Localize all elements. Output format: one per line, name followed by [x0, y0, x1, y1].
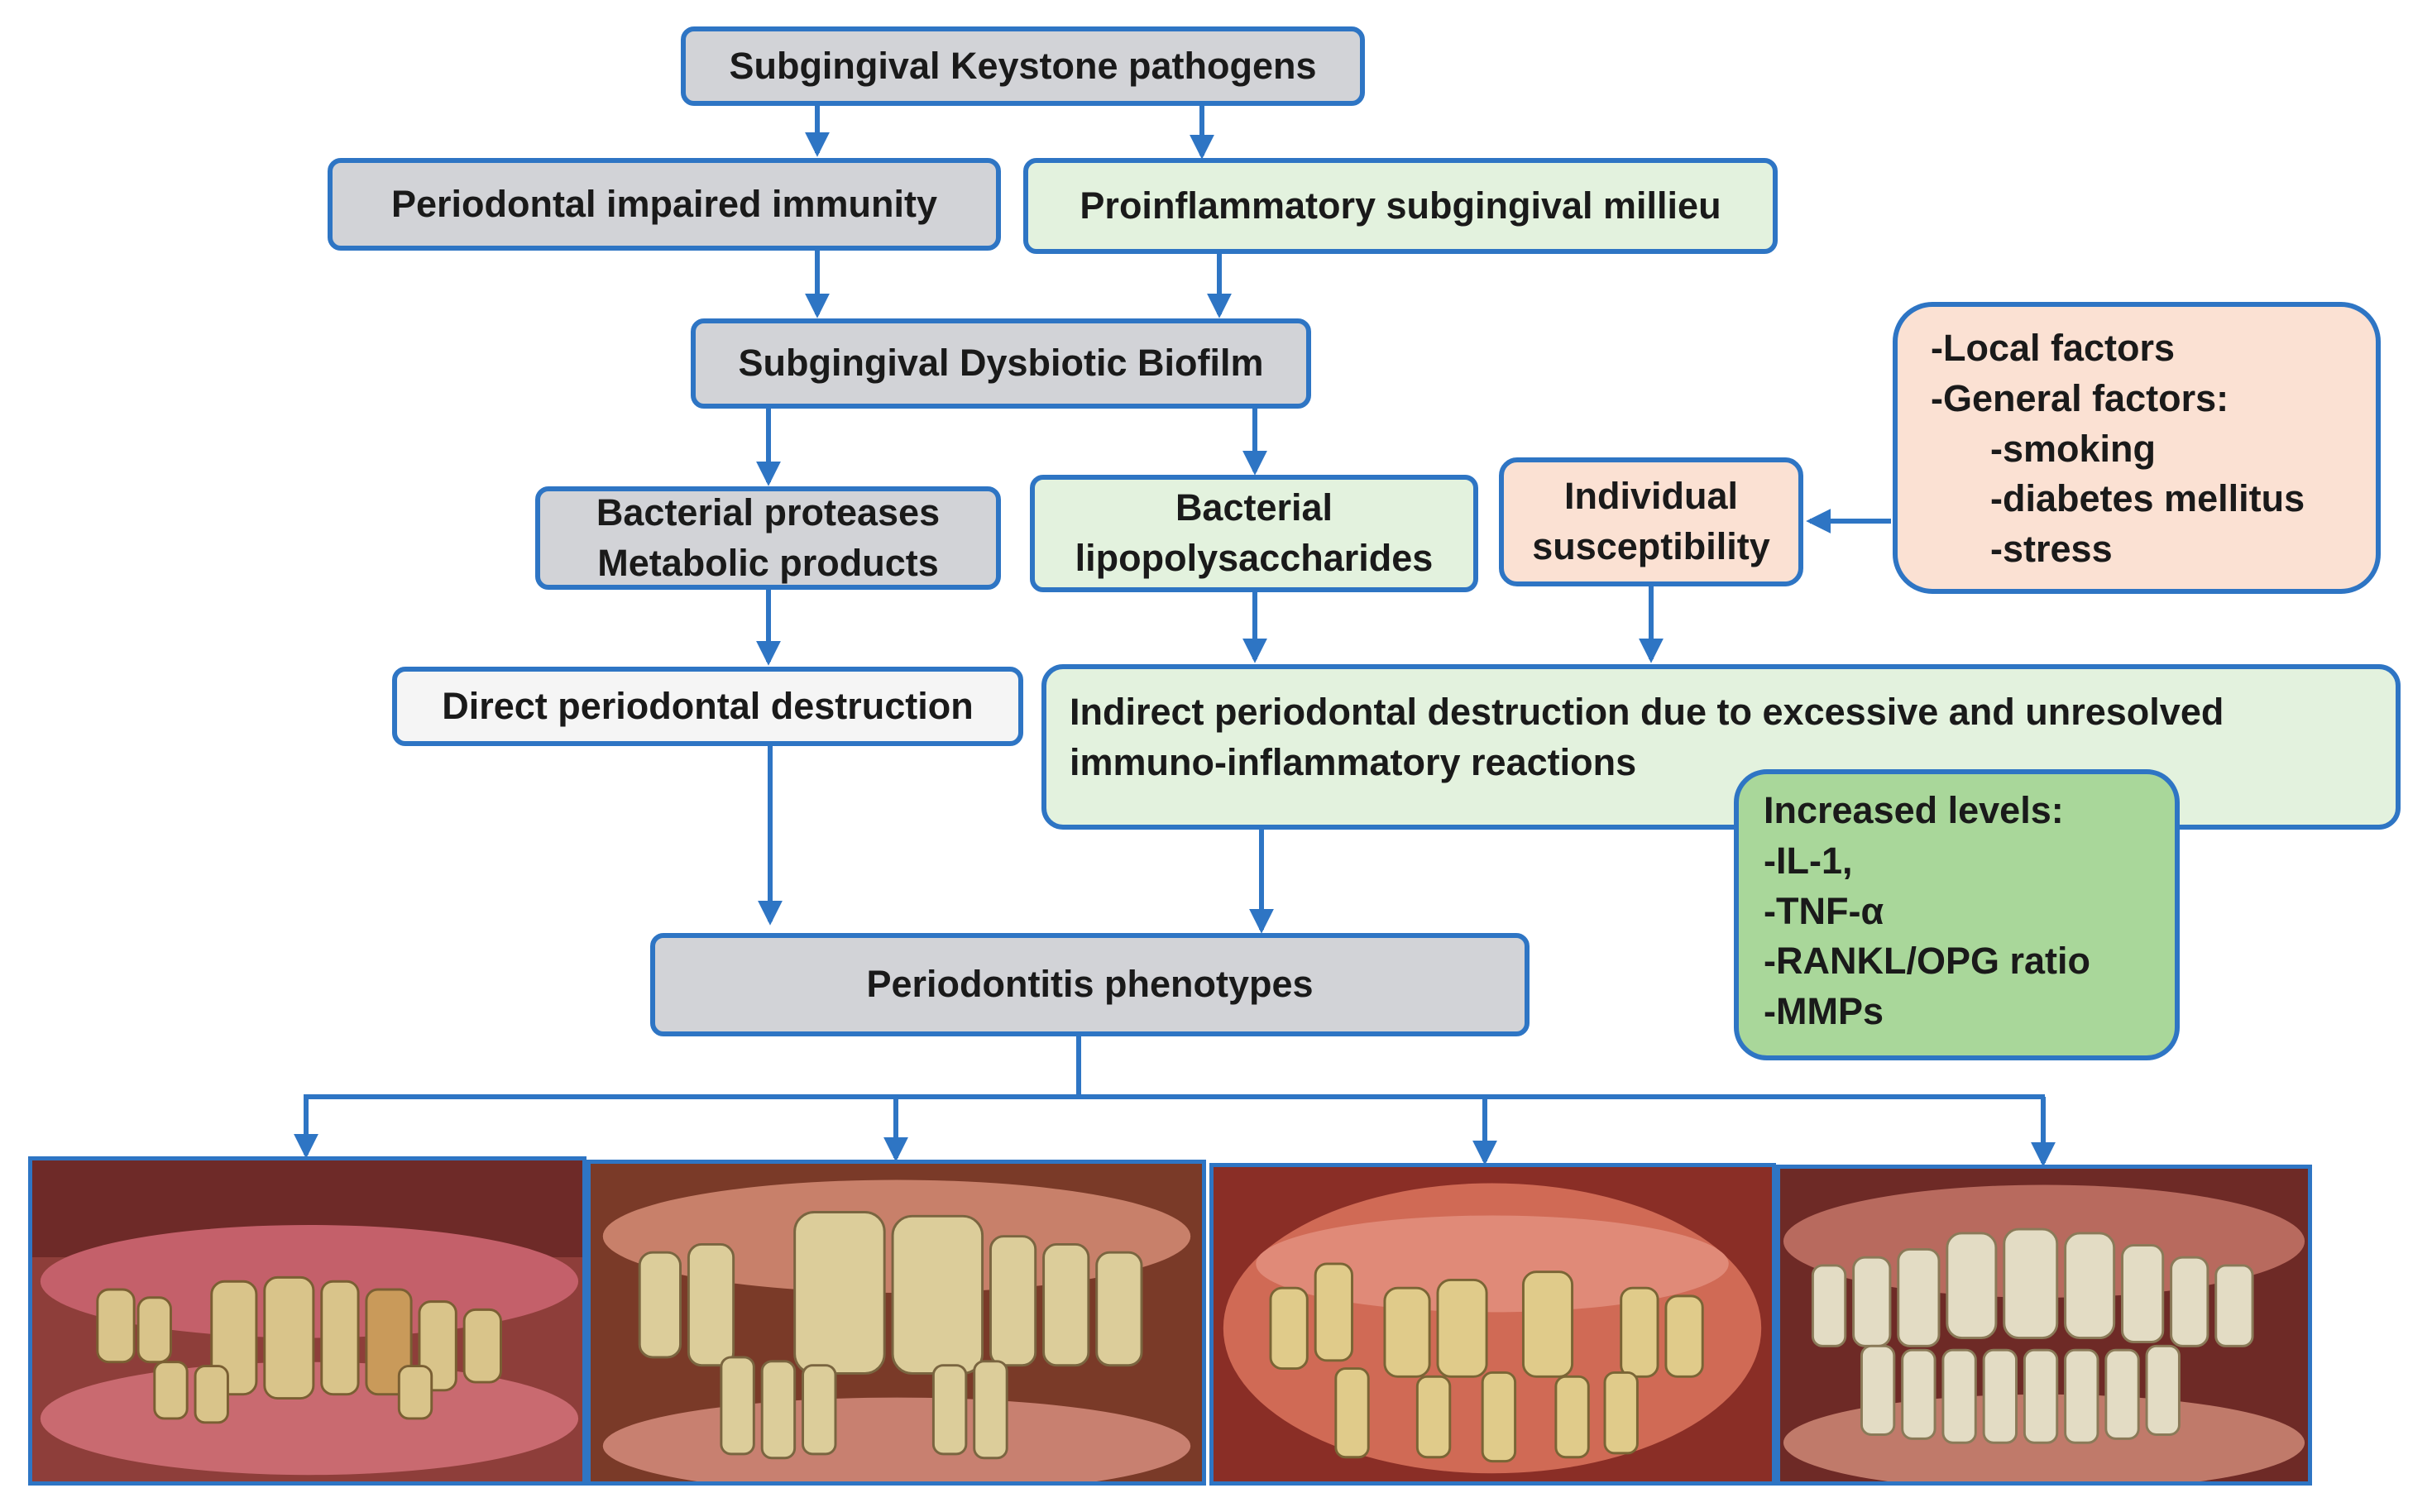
- proinflammatory-milieu-box: Proinflammatory subgingival millieu: [1023, 158, 1778, 254]
- indirect-destruction-box: Indirect periodontal destruction due to …: [1041, 664, 2401, 830]
- bacterial-lps-box: Bacterial lipopolysaccharides: [1030, 475, 1478, 592]
- factors-diabetes: -diabetes mellitus: [1990, 477, 2305, 520]
- individual-susceptibility-box: Individual susceptibility: [1499, 457, 1803, 586]
- teeth-image-4: [1780, 1169, 2308, 1481]
- keystone-pathogens-box: Subgingival Keystone pathogens: [681, 26, 1365, 106]
- clinical-photo-4: [1776, 1165, 2312, 1486]
- clinical-photo-3: [1209, 1163, 1776, 1486]
- bacterial-proteases-box: Bacterial proteases Metabolic products: [535, 486, 1001, 590]
- factors-smoking: -smoking: [1990, 427, 2157, 470]
- risk-factors-box: -Local factors -General factors: -smokin…: [1893, 302, 2381, 594]
- impaired-immunity-box: Periodontal impaired immunity: [328, 158, 1001, 251]
- teeth-image-3: [1214, 1167, 1772, 1481]
- direct-destruction-box: Direct periodontal destruction: [392, 667, 1023, 746]
- clinical-photo-1: [28, 1156, 586, 1486]
- dysbiotic-biofilm-box: Subgingival Dysbiotic Biofilm: [691, 318, 1311, 409]
- teeth-image-2: [591, 1164, 1202, 1481]
- teeth-image-1: [32, 1160, 582, 1481]
- clinical-photo-2: [586, 1160, 1206, 1486]
- increased-levels-box: Increased levels: -IL-1, -TNF-α -RANKL/O…: [1734, 769, 2180, 1060]
- factors-local: -Local factors: [1931, 327, 2176, 369]
- factors-stress: -stress: [1990, 528, 2113, 570]
- periodontitis-phenotypes-box: Periodontitis phenotypes: [650, 933, 1530, 1036]
- factors-general: -General factors:: [1931, 376, 2229, 419]
